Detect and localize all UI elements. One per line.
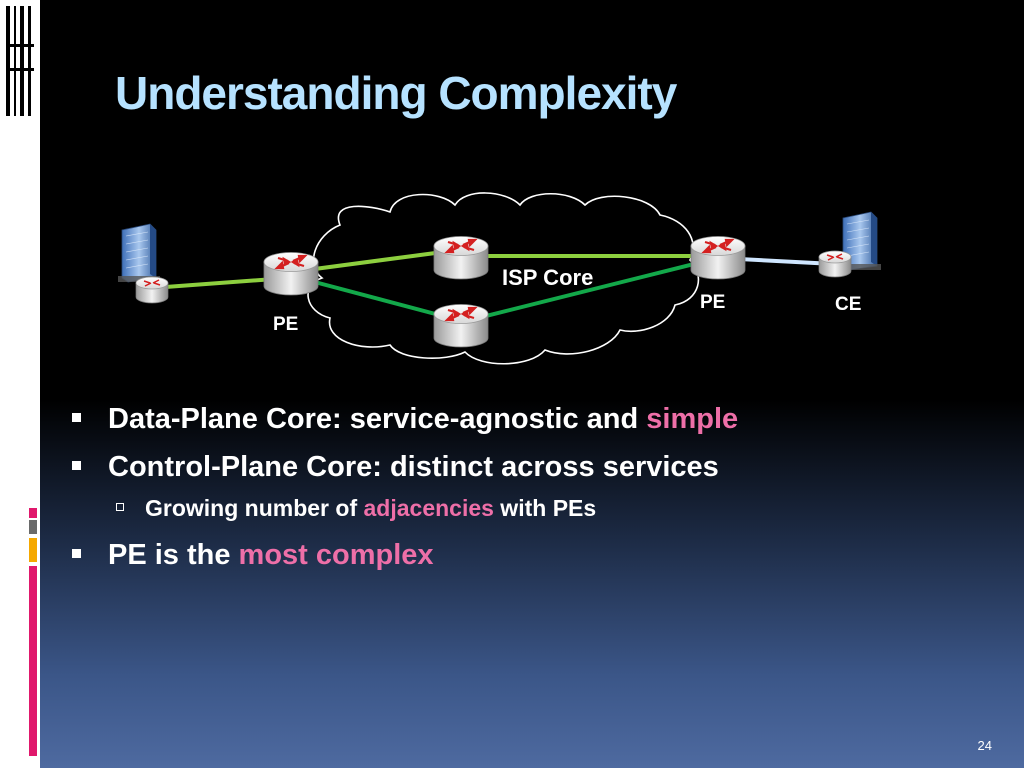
bullet-text: PE is the — [108, 539, 239, 571]
link-pe-left-p-bottom — [291, 274, 459, 322]
decor-bar-grey — [29, 520, 37, 534]
square-bullet-icon — [72, 413, 81, 422]
bullet-text-after: with PEs — [493, 495, 597, 521]
bullet-text: Growing number of — [145, 495, 364, 521]
p-router-top-icon — [432, 235, 490, 281]
p-router-bottom-icon — [432, 303, 490, 349]
bullet-list: Data-Plane Core: service-agnostic and si… — [70, 400, 990, 584]
bullet-item: Control-Plane Core: distinct across serv… — [70, 448, 990, 496]
pe-right-label: PE — [700, 292, 725, 313]
bullet-highlight: most complex — [238, 539, 434, 571]
left-decor-strip — [0, 0, 40, 768]
bullet-highlight: simple — [646, 403, 739, 435]
bullet-highlight: adjacencies — [363, 495, 494, 521]
pe-router-right-icon — [689, 235, 747, 281]
link-p-bottom-pe-right — [461, 256, 719, 324]
pe-left-label: PE — [273, 314, 298, 335]
bullet-item: PE is the most complex — [70, 536, 990, 584]
isp-core-label: ISP Core — [502, 265, 593, 290]
network-diagram: ISP Core PE PE CE — [117, 192, 882, 365]
customer-site-left-icon — [117, 223, 161, 283]
ce-router-left-icon — [135, 276, 169, 304]
pe-router-left-icon — [262, 251, 320, 297]
ce-right-label: CE — [835, 294, 861, 315]
sub-bullet-item: Growing number of adjacencies with PEs — [70, 492, 990, 536]
square-bullet-icon — [72, 549, 81, 558]
slide-number: 24 — [977, 738, 992, 753]
bullet-text: Data-Plane Core: service-agnostic and — [108, 403, 647, 435]
square-bullet-icon — [72, 461, 81, 470]
bullet-item: Data-Plane Core: service-agnostic and si… — [70, 400, 990, 448]
slide-title: Understanding Complexity — [115, 67, 677, 119]
link-pe-left-p-top — [291, 248, 459, 274]
hollow-square-bullet-icon — [116, 503, 124, 511]
decor-bar-orange — [29, 538, 37, 562]
bullet-text: Control-Plane Core: distinct across serv… — [108, 451, 719, 483]
decor-lines — [6, 6, 34, 116]
decor-bar-magenta-top — [29, 508, 37, 518]
isp-core-cloud — [307, 192, 700, 365]
decor-bar-magenta — [29, 566, 37, 756]
ce-router-right-icon — [818, 250, 852, 278]
